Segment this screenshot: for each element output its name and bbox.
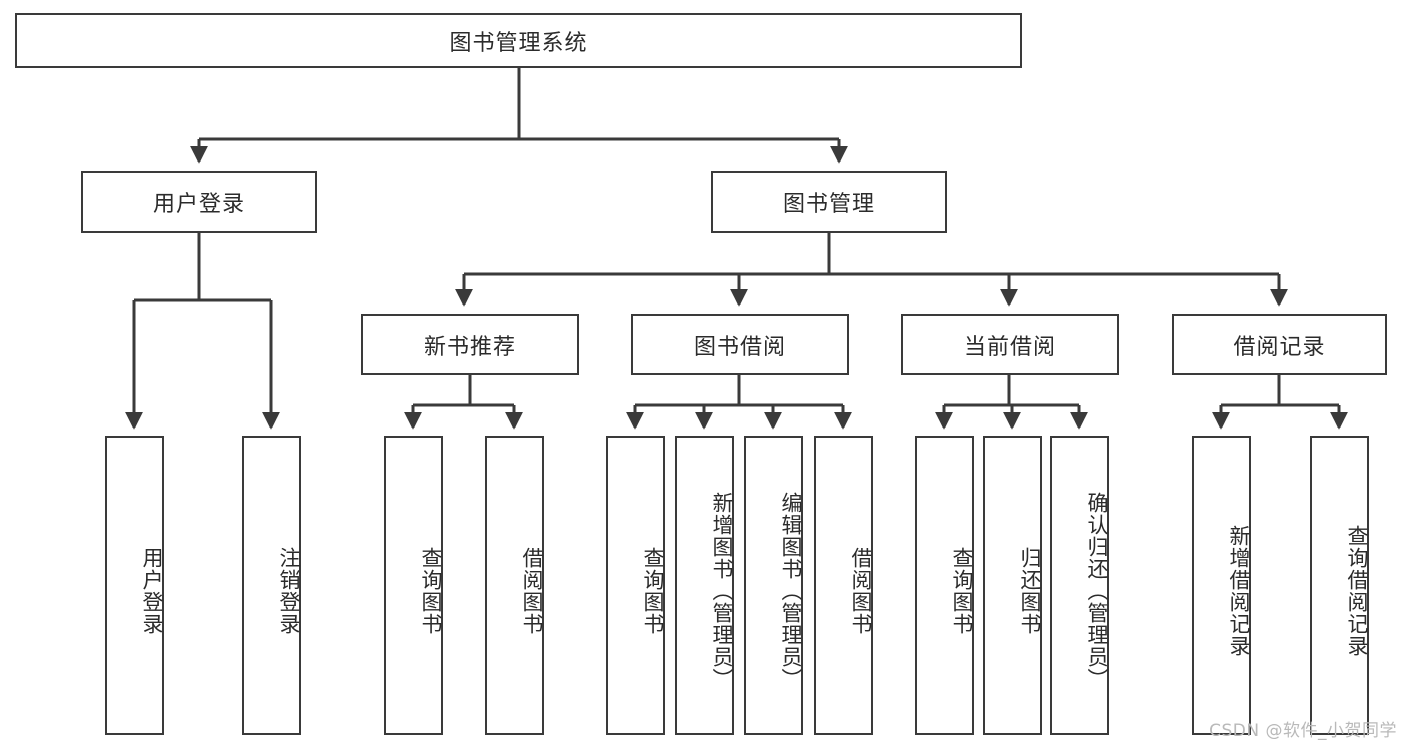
node-book-borrow-label: 图书借阅 — [693, 334, 786, 360]
node-leaf-query-book-2-label: 查询图书 — [641, 546, 665, 635]
node-leaf-add-book-label: 新增图书（管理员） — [710, 491, 734, 690]
node-new-book-recommend-label: 新书推荐 — [423, 334, 516, 360]
node-leaf-query-book-1[interactable]: 查询图书 — [384, 436, 443, 735]
node-leaf-borrow-book-2[interactable]: 借阅图书 — [814, 436, 873, 735]
node-leaf-return-book[interactable]: 归还图书 — [983, 436, 1042, 735]
node-leaf-logout-login-label: 注销登录 — [277, 546, 301, 635]
node-leaf-confirm-return-label: 确认归还（管理员） — [1085, 491, 1109, 690]
node-book-manage[interactable]: 图书管理 — [711, 171, 947, 233]
node-leaf-query-record-label: 查询借阅记录 — [1345, 524, 1369, 657]
node-new-book-recommend[interactable]: 新书推荐 — [361, 314, 579, 375]
node-leaf-query-book-3-label: 查询图书 — [950, 546, 974, 635]
node-borrow-record-label: 借阅记录 — [1233, 334, 1326, 360]
node-book-borrow[interactable]: 图书借阅 — [631, 314, 849, 375]
node-book-manage-label: 图书管理 — [782, 192, 875, 217]
node-leaf-query-record[interactable]: 查询借阅记录 — [1310, 436, 1369, 735]
node-leaf-add-record[interactable]: 新增借阅记录 — [1192, 436, 1251, 735]
node-root[interactable]: 图书管理系统 — [15, 13, 1022, 68]
watermark: CSDN @软件_小贺同学 — [1209, 721, 1397, 741]
node-leaf-confirm-return[interactable]: 确认归还（管理员） — [1050, 436, 1109, 735]
node-leaf-edit-book[interactable]: 编辑图书（管理员） — [744, 436, 803, 735]
node-leaf-query-book-2[interactable]: 查询图书 — [606, 436, 665, 735]
node-leaf-return-book-label: 归还图书 — [1018, 546, 1042, 635]
node-leaf-query-book-3[interactable]: 查询图书 — [915, 436, 974, 735]
node-root-label: 图书管理系统 — [449, 30, 588, 56]
node-leaf-borrow-book-1[interactable]: 借阅图书 — [485, 436, 544, 735]
node-leaf-user-login-label: 用户登录 — [140, 546, 164, 635]
node-leaf-edit-book-label: 编辑图书（管理员） — [779, 491, 803, 690]
node-user-login[interactable]: 用户登录 — [81, 171, 317, 233]
node-leaf-add-record-label: 新增借阅记录 — [1227, 524, 1251, 657]
node-leaf-borrow-book-2-label: 借阅图书 — [849, 546, 873, 635]
node-current-borrow[interactable]: 当前借阅 — [901, 314, 1119, 375]
node-user-login-label: 用户登录 — [152, 192, 245, 217]
node-leaf-logout-login[interactable]: 注销登录 — [242, 436, 301, 735]
node-borrow-record[interactable]: 借阅记录 — [1172, 314, 1387, 375]
node-leaf-user-login[interactable]: 用户登录 — [105, 436, 164, 735]
node-leaf-borrow-book-1-label: 借阅图书 — [520, 546, 544, 635]
node-leaf-add-book[interactable]: 新增图书（管理员） — [675, 436, 734, 735]
node-leaf-query-book-1-label: 查询图书 — [419, 546, 443, 635]
node-current-borrow-label: 当前借阅 — [963, 334, 1056, 360]
